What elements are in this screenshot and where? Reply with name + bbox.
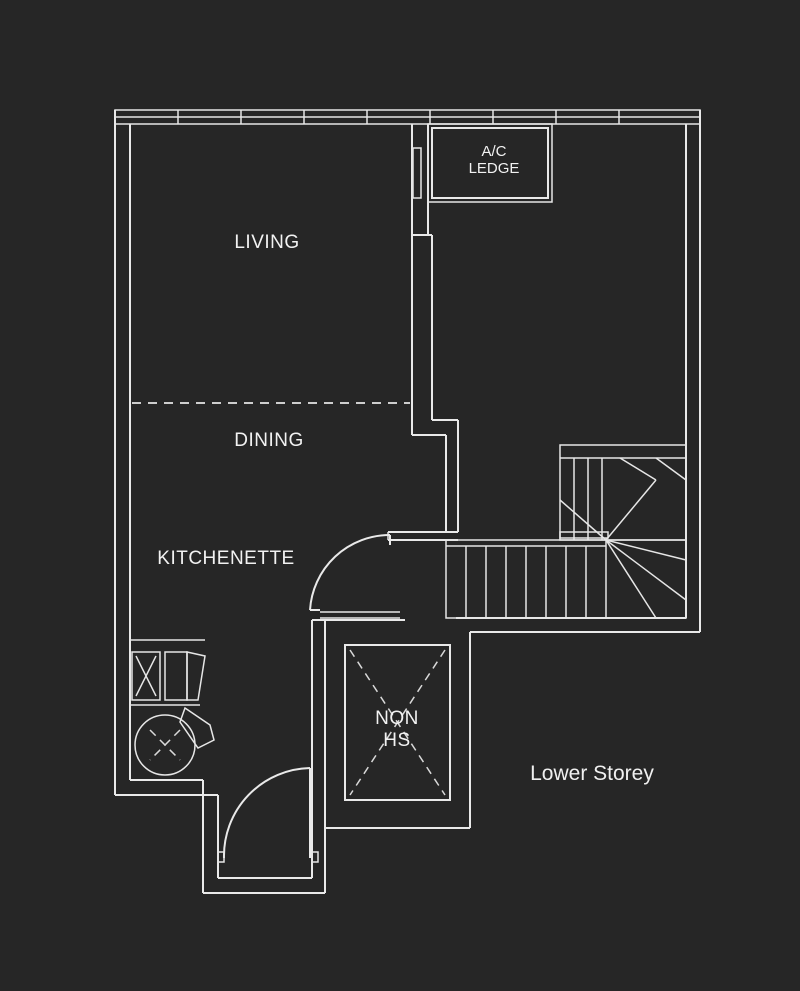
ac-ledge-label-2: LEDGE	[469, 160, 520, 177]
dining-label: DINING	[234, 430, 304, 451]
living-label: LIVING	[234, 232, 299, 253]
kitchen-door	[309, 533, 400, 619]
appliances	[130, 639, 215, 776]
outer-walls	[114, 110, 701, 829]
non-hs-label-2: HS	[383, 730, 410, 751]
entrance	[202, 767, 326, 894]
storey-caption: Lower Storey	[530, 762, 654, 785]
non-hs-room: NON HS	[344, 644, 451, 801]
kitchenette-label: KITCHENETTE	[157, 548, 294, 569]
interior-partition	[387, 124, 459, 541]
ac-ledge-label-1: A/C	[481, 143, 506, 160]
non-hs-label-1: NON	[375, 708, 419, 729]
ac-ledge: A/C LEDGE	[427, 123, 553, 203]
top-window-strip	[114, 109, 701, 125]
staircase	[445, 444, 687, 619]
